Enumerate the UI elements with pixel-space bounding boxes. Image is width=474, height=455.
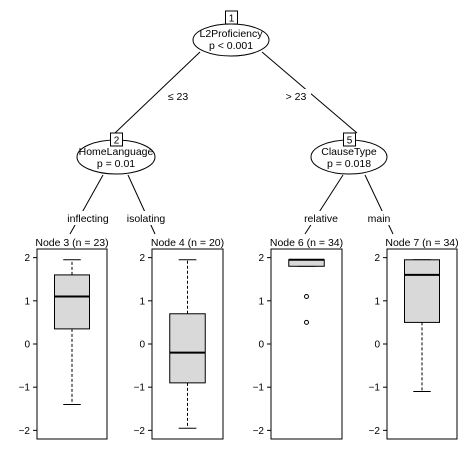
- box-iqr: [404, 259, 440, 323]
- edge-label-bg-1-2: [164, 89, 192, 103]
- node-id-box: [110, 132, 123, 147]
- box-iqr: [169, 313, 206, 384]
- y-tick-label: −2: [134, 426, 146, 437]
- y-tick-label: −1: [369, 383, 381, 394]
- y-tick-label: 1: [24, 296, 30, 307]
- y-tick-label: −2: [19, 426, 31, 437]
- edge-label-2-3: inflecting: [67, 213, 109, 225]
- y-tick-label: 1: [374, 296, 380, 307]
- node-id-box: [343, 132, 356, 147]
- edge-label-5-7: main: [368, 213, 391, 225]
- node-id: 2: [114, 136, 120, 147]
- edge-label-bg-5-7: [365, 211, 393, 225]
- edge-label-bg-2-3: [62, 211, 114, 225]
- node-id: 5: [347, 136, 353, 147]
- edge-label-bg-2-4: [123, 211, 169, 225]
- y-tick-label: 2: [24, 253, 30, 264]
- y-tick-label: −1: [134, 383, 146, 394]
- node-variable: ClauseType: [321, 146, 377, 158]
- edge-label-2-4: isolating: [127, 213, 166, 225]
- terminal-panels: Node 3 (n = 23) 2 1 0 −1 −2 Node 4 (n = 20) 2 1 0…: [19, 237, 459, 440]
- y-tick-label: −2: [253, 426, 265, 437]
- node-pvalue: p = 0.01: [97, 158, 135, 170]
- inner-node-2: 2 HomeLanguage p = 0.01: [76, 132, 156, 175]
- y-tick-label: 2: [374, 253, 380, 264]
- edge-label-bg-5-6: [301, 211, 341, 225]
- y-tick-label: 0: [139, 340, 145, 351]
- terminal-frame: [270, 248, 343, 440]
- y-tick-label: 0: [24, 340, 30, 351]
- inner-node-5: 5 ClauseType p = 0.018: [310, 132, 388, 175]
- terminal-title: Node 4 (n = 20): [151, 237, 224, 249]
- outlier-point: [304, 319, 309, 325]
- node-pvalue: p < 0.001: [209, 40, 253, 52]
- inner-node-1: 1 L2Proficiency p < 0.001: [192, 10, 270, 57]
- edge-2-3: [69, 174, 104, 235]
- node-variable: HomeLanguage: [79, 146, 154, 158]
- edge-5-6: [304, 174, 344, 235]
- y-tick-label: 0: [258, 340, 264, 351]
- outlier-point: [304, 294, 309, 299]
- terminal-title: Node 3 (n = 23): [35, 237, 108, 249]
- y-tick-label: 2: [139, 253, 145, 264]
- y-tick-label: 1: [139, 296, 145, 307]
- y-tick-label: −1: [19, 383, 31, 394]
- y-tick-label: 0: [374, 340, 380, 351]
- y-tick-label: 1: [258, 296, 264, 307]
- y-tick-label: −2: [369, 426, 381, 437]
- edge-label-bg-1-5: [281, 89, 311, 103]
- edge-label-1-2: ≤ 23: [168, 91, 189, 103]
- terminal-title: Node 6 (n = 34): [270, 237, 343, 249]
- node-id-box: [225, 10, 238, 25]
- edge-label-5-6: relative: [304, 213, 338, 225]
- y-tick-label: 2: [258, 253, 264, 264]
- y-tick-label: −1: [253, 383, 265, 394]
- node-id: 1: [229, 14, 235, 25]
- box-iqr: [54, 274, 90, 330]
- edge-2-4: [127, 174, 156, 235]
- edge-5-7: [364, 174, 394, 235]
- terminal-title: Node 7 (n = 34): [385, 237, 458, 249]
- edge-1-2: [114, 51, 201, 134]
- tree-edges: [69, 51, 394, 235]
- node-pvalue: p = 0.018: [327, 158, 371, 170]
- node-variable: L2Proficiency: [199, 28, 263, 40]
- edge-label-1-5: > 23: [286, 91, 307, 103]
